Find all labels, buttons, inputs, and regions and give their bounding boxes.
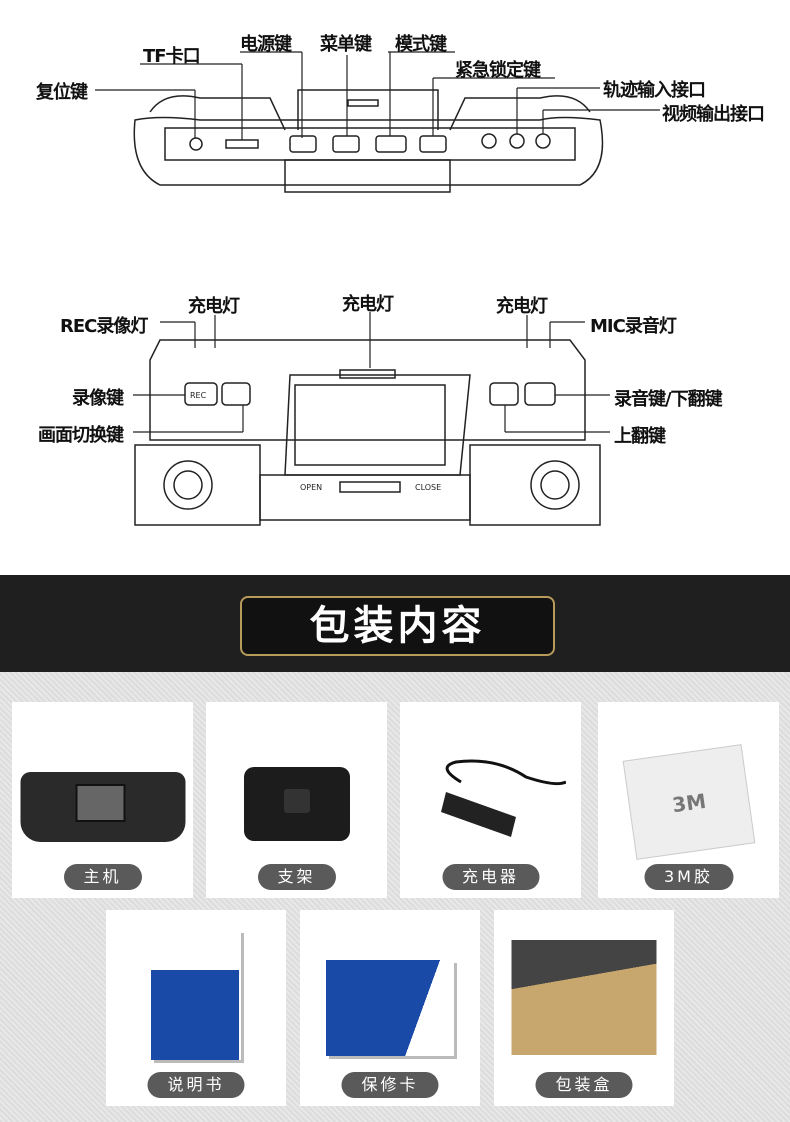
- label-mode-key: 模式键: [395, 34, 447, 55]
- item-card-box: 包装盒: [494, 910, 674, 1106]
- label-charge-light-left: 充电灯: [188, 296, 240, 317]
- label-page-up-key: 上翻键: [614, 426, 666, 447]
- device-front-view-diagram: OPEN CLOSE REC: [133, 312, 610, 526]
- item-label: 保修卡: [341, 1072, 439, 1098]
- item-card-mount: 支架: [206, 702, 387, 898]
- label-reset-key: 复位键: [36, 82, 88, 103]
- mount-image: [243, 767, 350, 841]
- item-card-main-unit: 主机: [12, 702, 193, 898]
- label-audio-down-key: 录音键/下翻键: [614, 389, 723, 410]
- charger-image: [440, 759, 566, 837]
- item-label: 充电器: [441, 864, 540, 890]
- open-text: OPEN: [300, 483, 322, 492]
- item-label: 3M胶: [644, 864, 733, 890]
- label-mic-light: MIC录音灯: [590, 316, 677, 337]
- label-tf-slot: TF卡口: [143, 46, 201, 67]
- device-top-view-diagram: [95, 51, 660, 193]
- item-card-warranty: 保修卡: [300, 910, 480, 1106]
- item-label: 支架: [257, 864, 336, 890]
- warranty-card-image: [326, 960, 454, 1056]
- box-image: [511, 940, 657, 1055]
- label-charge-light-center: 充电灯: [342, 294, 394, 315]
- item-label: 包装盒: [535, 1072, 633, 1098]
- item-label: 说明书: [147, 1072, 245, 1098]
- label-charge-light-right: 充电灯: [496, 296, 548, 317]
- item-card-charger: 充电器: [400, 702, 581, 898]
- label-track-input: 轨迹输入接口: [603, 80, 706, 101]
- item-label: 主机: [63, 864, 142, 890]
- label-rec-light: REC录像灯: [60, 316, 148, 337]
- section-title: 包装内容: [240, 596, 555, 656]
- manual-image: [151, 930, 241, 1060]
- close-text: CLOSE: [415, 483, 441, 492]
- item-card-manual: 说明书: [106, 910, 286, 1106]
- item-card-3m-tape: 3M 3M胶: [598, 702, 779, 898]
- rec-key-text: REC: [190, 391, 207, 400]
- label-record-key: 录像键: [72, 388, 124, 409]
- label-screen-switch: 画面切换键: [38, 425, 124, 446]
- 3m-tape-image: 3M: [622, 744, 755, 860]
- label-video-output: 视频输出接口: [662, 104, 765, 125]
- label-emergency-lock: 紧急锁定键: [455, 60, 541, 81]
- label-power-key: 电源键: [240, 34, 292, 55]
- dashcam-image: [20, 772, 185, 842]
- label-menu-key: 菜单键: [320, 34, 372, 55]
